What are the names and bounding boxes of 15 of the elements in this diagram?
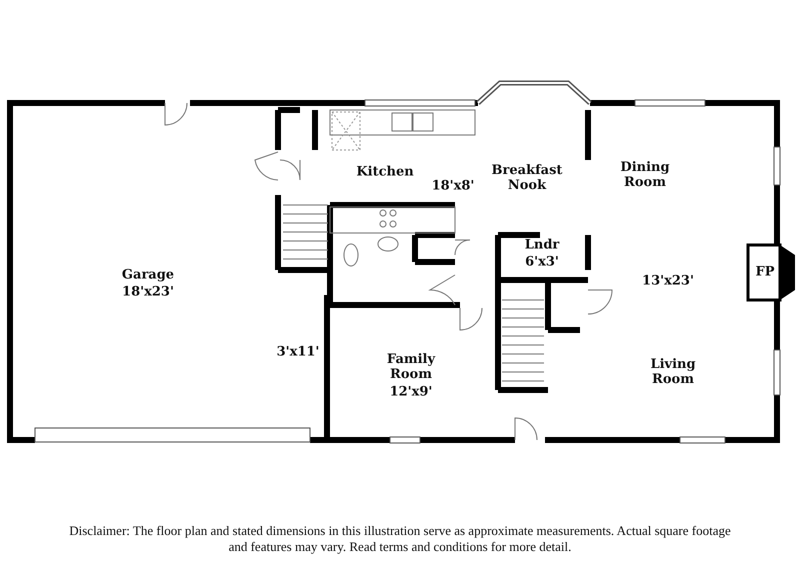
room-label: Garage xyxy=(122,268,174,282)
room-label: Family Room xyxy=(386,352,436,382)
room-label: FP xyxy=(756,264,774,280)
room-label: 3'x11' xyxy=(276,344,320,360)
disclaimer-text: Disclaimer: The floor plan and stated dimensions in this illustration serve as approximate measurements. Actual square footage and features may vary. Read terms and conditions for more detail. xyxy=(68,523,732,555)
room-label: Kitchen xyxy=(356,164,414,180)
room-label: Lndr xyxy=(524,238,560,252)
room-label: Breakfast Nook xyxy=(490,163,564,193)
room-label: 18'x8' xyxy=(432,178,474,194)
room-label: Dining Room xyxy=(619,160,671,190)
room-label: 18'x23' xyxy=(122,284,174,300)
room-label: Living Room xyxy=(649,357,697,387)
room-label: 13'x23' xyxy=(642,274,694,288)
room-label: 6'x3' xyxy=(525,254,559,270)
room-label: 12'x9' xyxy=(390,384,432,400)
